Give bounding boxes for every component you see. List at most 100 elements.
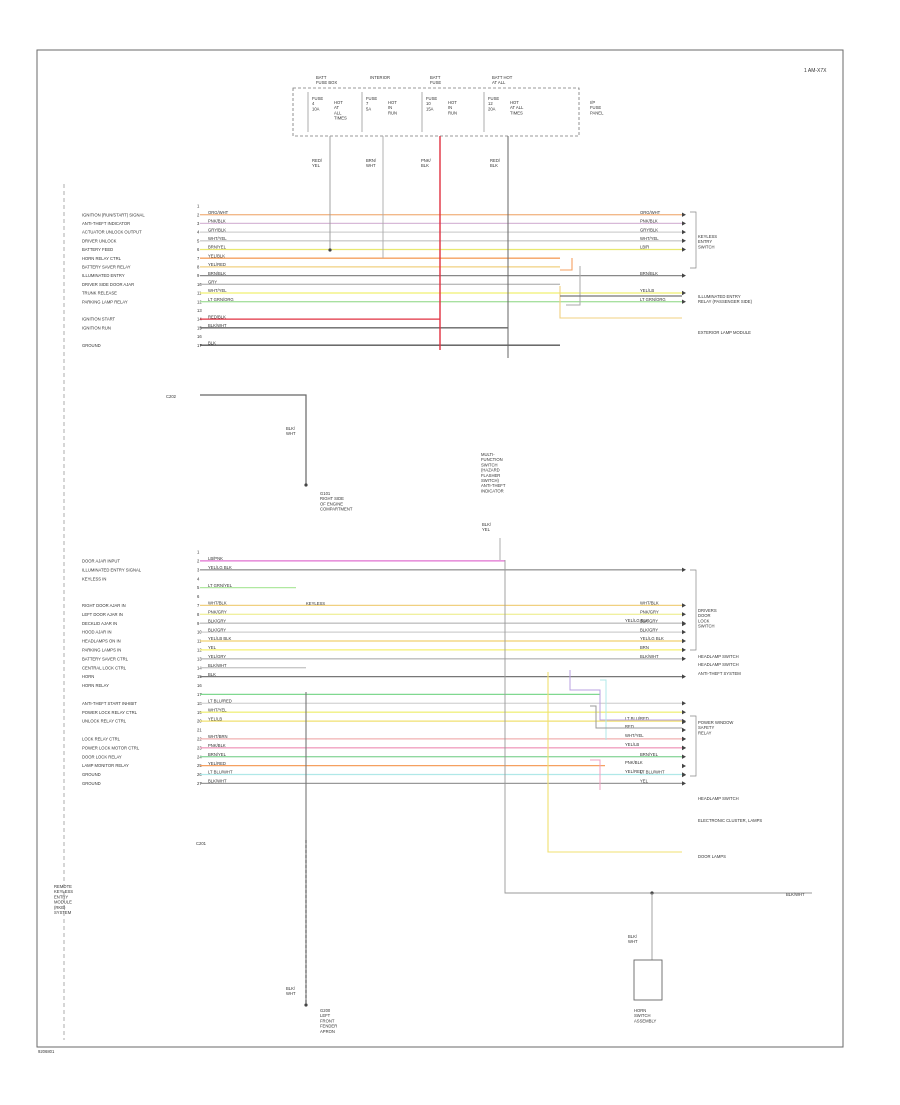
lower-destination: DOOR LAMPS: [698, 854, 726, 859]
upper-wire-color: WHT/YEL: [208, 236, 227, 241]
lower-pin-number: 11: [197, 639, 202, 644]
connector-arrow: [682, 701, 686, 706]
upper-pin-function: DRIVER SIDE DOOR AJAR: [82, 282, 134, 287]
lower-destination: HEADLAMP SWITCH: [698, 654, 739, 659]
connector-arrow: [682, 299, 686, 304]
connector-arrow: [682, 212, 686, 217]
lower-pin-number: 25: [197, 763, 202, 768]
upper-pin-number: 10: [197, 282, 202, 287]
lower-pin-function: KEYLESS IN: [82, 576, 106, 581]
lower-pin-function: DOOR LOCK RELAY: [82, 754, 122, 759]
center-wire: BLK/YEL: [482, 522, 492, 532]
connector-arrow: [682, 290, 686, 296]
fuse-wire-label: BRN/WHT: [366, 158, 377, 168]
upper-wire-color: PNK/BLK: [208, 219, 226, 224]
fuse-wire-label: PNK/BLK: [421, 158, 432, 168]
bracket: [690, 211, 697, 269]
lower-pin-function: GROUND: [82, 781, 101, 786]
upper-pin-number: 3: [197, 221, 200, 226]
lower-pin-function: RIGHT DOOR AJAR IN: [82, 603, 126, 608]
connector-arrow: [682, 656, 686, 661]
lower-pin-function: ANTI-THEFT START INHIBIT: [82, 701, 137, 706]
connector-arrow: [682, 710, 686, 715]
lower-right-wire: YEL/LG BLK: [625, 618, 649, 623]
lower-pin-number: 15: [197, 674, 202, 679]
upper-right-wire: LT GRN/ORG: [640, 297, 666, 302]
upper-right-wire: WHT/YEL: [640, 236, 659, 241]
upper-pin-function: TRUNK RELEASE: [82, 291, 117, 296]
upper-right-wire: ORG/WHT: [640, 210, 661, 215]
lower-pin-function: ILLUMINATED ENTRY SIGNAL: [82, 567, 142, 572]
lower-pin-number: 16: [197, 683, 202, 688]
fuse-wire-label: RED/BLK: [490, 158, 501, 168]
upper-pin-number: 17: [197, 343, 202, 348]
lower-destination: HEADLAMP SWITCH: [698, 796, 739, 801]
lower-wire-color: LT BLU/RED: [208, 699, 232, 704]
lower-right-wire: YEL/LB: [625, 742, 639, 747]
upper-pin-number: 4: [197, 230, 200, 235]
upper-pin-function: IGNITION RUN: [82, 325, 111, 330]
wire: [547, 672, 682, 853]
upper-right-wire: GRY/BLK: [640, 227, 658, 232]
lower-pin-function: HORN RELAY: [82, 683, 109, 688]
upper-wire-color: BRN/YEL: [208, 245, 227, 250]
connector-arrow: [682, 567, 686, 572]
lower-wire-color: BLK/WHT: [208, 663, 227, 668]
bottom-wire-label: BLK/WHT: [786, 892, 805, 897]
lower-pin-function: DOOR AJAR INPUT: [82, 559, 120, 564]
splice-dot: [304, 1003, 308, 1007]
upper-pin-number: 1: [197, 204, 200, 209]
lower-wire-color: WHT/BLK: [208, 601, 227, 606]
upper-wire-color: YEL/BLK: [208, 253, 225, 258]
lower-destination: ELECTRONIC CLUSTER, LAMPS: [698, 818, 762, 823]
lower-right-wire: WHT/BLK: [640, 601, 659, 606]
connector-arrow: [682, 727, 686, 733]
connector-arrow: [682, 612, 686, 617]
lower-wire-color: BLK/WHT: [208, 779, 227, 784]
lower-wire-color: YEL/LB BLK: [208, 636, 231, 641]
lower-ground-wire: BLK/WHT: [286, 986, 296, 996]
upper-pin-number: 9: [197, 273, 200, 278]
lower-right-wire: BRN/YEL: [640, 752, 659, 757]
wire: [566, 266, 581, 306]
corner-code: 1 AM-X7X: [804, 68, 827, 74]
lower-right-wire: RED: [625, 724, 634, 729]
lower-pin-number: 2: [197, 559, 200, 564]
lower-wire-color: BRN/YEL: [208, 752, 227, 757]
lower-pin-number: 12: [197, 648, 202, 653]
lower-wire-color: PNK/GRY: [208, 610, 227, 615]
fuse-panel-box: [292, 87, 580, 137]
lower-pin-function: UNLOCK RELAY CTRL: [82, 719, 127, 724]
diagram-frame: [36, 49, 844, 1048]
connector-arrow: [682, 781, 686, 786]
lower-right-wire: LT BLU/RED: [625, 716, 649, 721]
footer-code: 9206801: [38, 1049, 55, 1054]
lower-pin-function: POWER LOCK MOTOR CTRL: [82, 745, 140, 750]
lower-pin-function: LEFT DOOR AJAR IN: [82, 612, 123, 617]
ground-wire: [200, 394, 307, 485]
upper-pin-number: 7: [197, 256, 200, 261]
upper-wire-color: BLK/WHT: [208, 323, 227, 328]
upper-pin-number: 15: [197, 325, 202, 330]
upper-pin-number: 2: [197, 212, 200, 217]
connector-arrow: [682, 221, 686, 226]
connector-arrow: [682, 638, 686, 644]
lower-pin-function: HOOD AJAR IN: [82, 630, 112, 635]
lower-wire-color: BLK: [208, 672, 216, 677]
splice-dot: [304, 483, 308, 487]
lower-wire-color: YEL/GRY: [208, 654, 226, 659]
fuse-top-label: INTERIOR: [370, 75, 390, 80]
upper-wire-color: GRY: [208, 280, 217, 285]
lower-pin-number: 10: [197, 630, 202, 635]
